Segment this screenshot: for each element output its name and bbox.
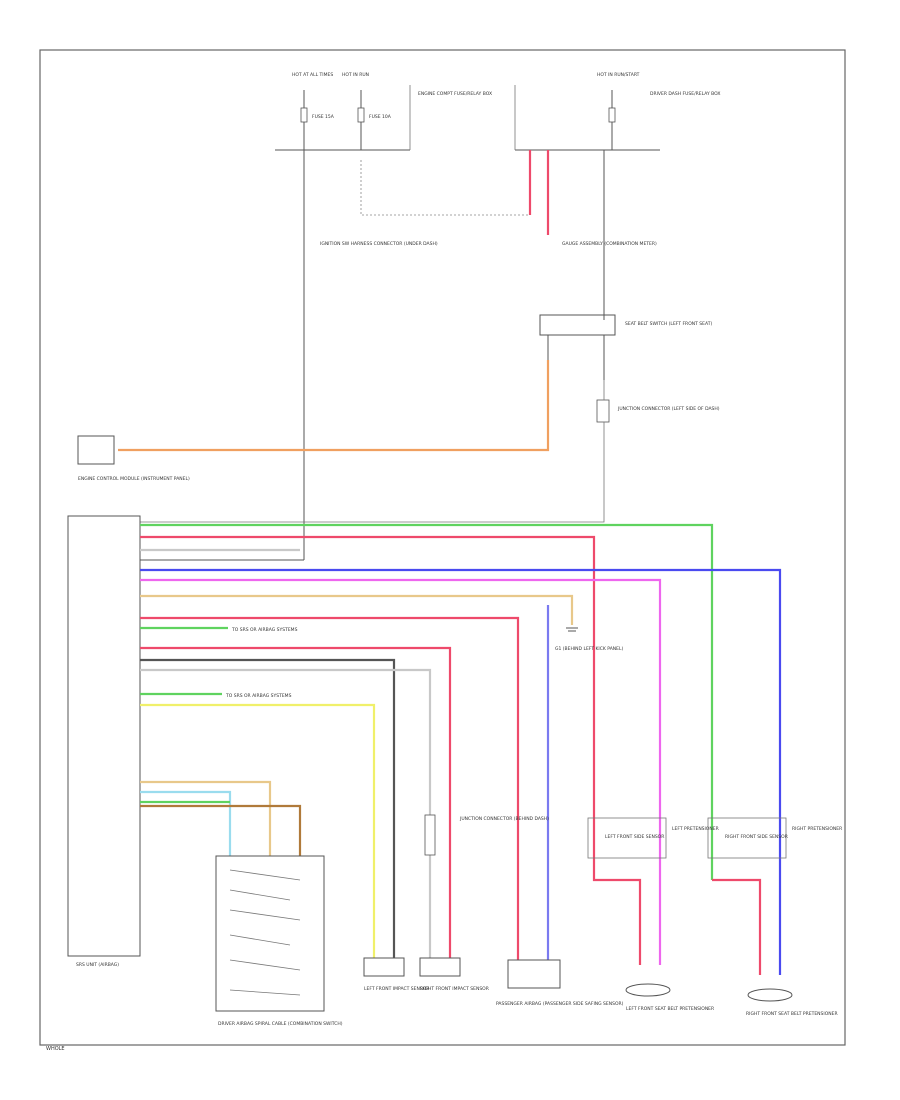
svg-text:JUNCTION CONNECTOR (LEFT SIDE: JUNCTION CONNECTOR (LEFT SIDE OF DASH) [617, 406, 720, 412]
svg-text:HOT AT ALL TIMES: HOT AT ALL TIMES [292, 72, 333, 78]
diagram-frame [39, 49, 846, 1046]
svg-text:RIGHT PRETENSIONER: RIGHT PRETENSIONER [792, 826, 842, 832]
svg-text:DRIVER AIRBAG SPIRAL CABLE (CO: DRIVER AIRBAG SPIRAL CABLE (COMBINATION … [218, 1021, 343, 1027]
svg-text:SEAT BELT SWITCH (LEFT FRONT S: SEAT BELT SWITCH (LEFT FRONT SEAT) [625, 321, 712, 327]
svg-text:HOT IN RUN/START: HOT IN RUN/START [597, 72, 640, 78]
svg-text:G1 (BEHIND LEFT KICK PANEL): G1 (BEHIND LEFT KICK PANEL) [555, 646, 624, 652]
svg-text:PASSENGER AIRBAG (PASSENGER SI: PASSENGER AIRBAG (PASSENGER SIDE SAFING … [496, 1001, 624, 1007]
svg-text:SRS UNIT (AIRBAG): SRS UNIT (AIRBAG) [76, 962, 119, 968]
junction-connector: JUNCTION CONNECTOR (LEFT SIDE OF DASH) [596, 399, 720, 423]
engine-fuse-box-label: ENGINE COMPT FUSE/RELAY BOX [418, 91, 492, 97]
top-fuse-section: HOT AT ALL TIMES FUSE 15A HOT IN RUN FUS… [275, 72, 720, 151]
right-front-seat-belt-pretensioner: RIGHT FRONT SEAT BELT PRETENSIONER [746, 988, 838, 1017]
ignition-harness-label: IGNITION SW HARNESS CONNECTOR (UNDER DAS… [320, 241, 438, 247]
left-front-seat-belt-pretensioner: LEFT FRONT SEAT BELT PRETENSIONER [625, 983, 714, 1012]
svg-text:LEFT PRETENSIONER: LEFT PRETENSIONER [672, 826, 719, 832]
svg-text:RIGHT FRONT SEAT BELT PRETENSI: RIGHT FRONT SEAT BELT PRETENSIONER [746, 1011, 838, 1017]
fuse-7-5a: HOT IN RUN/START [597, 72, 640, 150]
left-front-impact-sensor: LEFT FRONT IMPACT SENSOR [363, 957, 429, 992]
driver-airbag-spiral-cable: DRIVER AIRBAG SPIRAL CABLE (COMBINATION … [215, 855, 343, 1027]
junction-connector-2: JUNCTION CONNECTOR (BEHIND DASH) [424, 814, 549, 856]
ground-g1: G1 (BEHIND LEFT KICK PANEL) [555, 627, 624, 652]
srs-unit: SRS UNIT (AIRBAG) [67, 515, 141, 968]
other-systems-label-1: TO SRS OR AIRBAG SYSTEMS [231, 627, 298, 633]
svg-text:ENGINE CONTROL MODULE (INSTRUM: ENGINE CONTROL MODULE (INSTRUMENT PANEL) [78, 476, 190, 482]
svg-text:HOT IN RUN: HOT IN RUN [342, 72, 369, 78]
left-front-side-sensor: LEFT FRONT SIDE SENSOR LEFT PRETENSIONER [587, 817, 719, 859]
right-front-side-sensor: RIGHT FRONT SIDE SENSOR RIGHT PRETENSION… [707, 817, 842, 859]
svg-text:LEFT FRONT SIDE SENSOR: LEFT FRONT SIDE SENSOR [605, 834, 664, 840]
dash-fuse-box-label: DRIVER DASH FUSE/RELAY BOX [650, 91, 720, 97]
svg-text:LEFT FRONT SEAT BELT PRETENSIO: LEFT FRONT SEAT BELT PRETENSIONER [626, 1006, 714, 1012]
footer-label: WHOLE [46, 1046, 65, 1052]
engine-control-module: ENGINE CONTROL MODULE (INSTRUMENT PANEL) [77, 435, 190, 482]
gauge-assembly-label: GAUGE ASSEMBLY (COMBINATION METER) [562, 241, 657, 247]
svg-text:FUSE 15A: FUSE 15A [312, 114, 335, 120]
seat-belt-switch: SEAT BELT SWITCH (LEFT FRONT SEAT) [539, 314, 712, 380]
svg-text:RIGHT FRONT SIDE SENSOR: RIGHT FRONT SIDE SENSOR [725, 834, 788, 840]
svg-text:RIGHT FRONT IMPACT SENSOR: RIGHT FRONT IMPACT SENSOR [420, 986, 489, 992]
fuse-10a: HOT IN RUN FUSE 10A [342, 72, 392, 150]
other-systems-label-2: TO SRS OR AIRBAG SYSTEMS [225, 693, 292, 699]
right-front-impact-sensor: RIGHT FRONT IMPACT SENSOR [419, 957, 489, 992]
svg-text:JUNCTION CONNECTOR (BEHIND DAS: JUNCTION CONNECTOR (BEHIND DASH) [459, 816, 549, 822]
svg-text:LEFT FRONT IMPACT SENSOR: LEFT FRONT IMPACT SENSOR [364, 986, 429, 992]
passenger-airbag: PASSENGER AIRBAG (PASSENGER SIDE SAFING … [496, 959, 624, 1007]
svg-text:FUSE 10A: FUSE 10A [369, 114, 392, 120]
fuse-15a: HOT AT ALL TIMES FUSE 15A [292, 72, 335, 150]
